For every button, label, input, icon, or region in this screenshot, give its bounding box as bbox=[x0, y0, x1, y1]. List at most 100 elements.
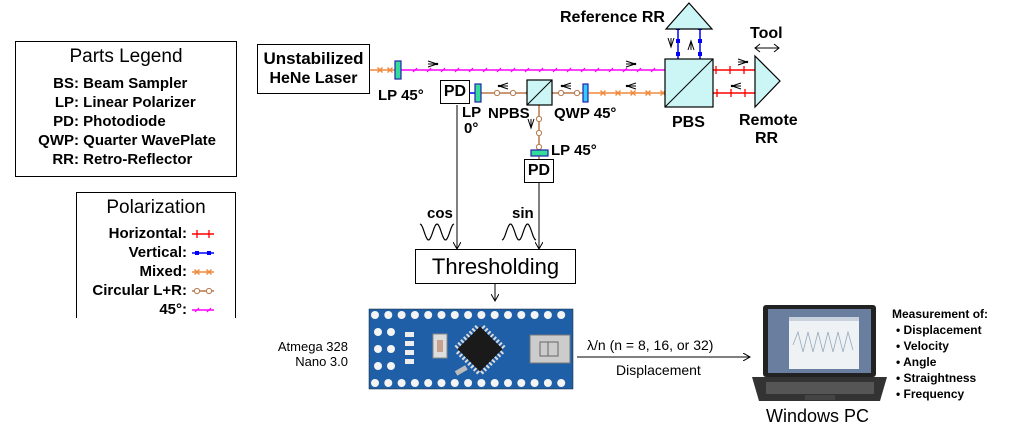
measurement-title: Measurement of: bbox=[892, 307, 989, 321]
measurement-item: • Velocity bbox=[896, 339, 949, 353]
tool-label: Tool bbox=[750, 25, 783, 42]
lp45-laser-label: LP 45° bbox=[378, 87, 424, 104]
beam-direction-arrow-icon bbox=[560, 82, 572, 90]
board-pin bbox=[464, 379, 473, 387]
board-pin bbox=[517, 379, 526, 387]
parts-legend-item: LP: Linear Polarizer bbox=[54, 94, 196, 111]
beam-direction-arrow-icon bbox=[730, 82, 742, 90]
npbs-label: NPBS bbox=[488, 105, 530, 122]
link-label-bottom: Displacement bbox=[616, 362, 701, 378]
beam-direction-arrow-icon bbox=[625, 60, 637, 68]
thresholding-box: Thresholding bbox=[415, 249, 576, 284]
board-pin bbox=[437, 311, 446, 319]
polarizer-lp0 bbox=[474, 83, 482, 103]
measurement-item: • Angle bbox=[896, 355, 937, 369]
photodiode-sin: PD bbox=[524, 159, 554, 183]
polarization-legend: Polarization Horizontal: Vertical: Mixed… bbox=[76, 192, 236, 318]
laptop-image bbox=[752, 305, 887, 401]
board-pin bbox=[557, 379, 566, 387]
board-pin bbox=[464, 311, 473, 319]
lp0-label-line2: 0° bbox=[464, 120, 479, 137]
beam-direction-arrow-icon bbox=[687, 39, 695, 51]
photodiode-cos: PD bbox=[440, 80, 470, 104]
polarization-legend-title: Polarization bbox=[106, 197, 206, 218]
polarization-legend-label: Horizontal: bbox=[108, 225, 187, 242]
board-pin bbox=[371, 311, 379, 319]
laser-label-line1: Unstabilized bbox=[263, 49, 364, 68]
polarization-legend-label: Vertical: bbox=[128, 244, 187, 261]
board-pin bbox=[437, 379, 446, 387]
board-pin bbox=[384, 379, 393, 387]
sin-waveform-icon bbox=[501, 223, 537, 241]
laser-box: Unstabilized HeNe Laser bbox=[257, 44, 370, 94]
measurement-item: • Straightness bbox=[896, 371, 977, 385]
board-pin bbox=[410, 379, 419, 387]
pc-label: Windows PC bbox=[766, 406, 870, 426]
icsp-pin bbox=[374, 345, 382, 353]
board-label-line1: Atmega 328 bbox=[277, 339, 348, 354]
polarization-swatch-x bbox=[192, 269, 214, 275]
board-pin bbox=[424, 311, 433, 319]
tool-double-arrow-icon bbox=[754, 43, 780, 53]
quarter-waveplate bbox=[582, 83, 589, 103]
board-pin bbox=[504, 311, 512, 319]
board-pin bbox=[543, 311, 552, 319]
board-pin bbox=[450, 311, 459, 319]
beam-direction-arrow-icon bbox=[625, 82, 637, 90]
icsp-pin bbox=[374, 328, 382, 336]
beam-direction-arrow-icon bbox=[427, 60, 439, 68]
remote-rr-label-line1: Remote bbox=[739, 112, 798, 129]
beam-direction-arrows bbox=[427, 37, 749, 130]
polarizer-lp45-lower bbox=[530, 149, 549, 157]
cos-waveform-icon bbox=[419, 223, 455, 241]
board-pin bbox=[371, 379, 379, 387]
board-pin bbox=[424, 379, 433, 387]
polarization-legend-label: 45°: bbox=[159, 301, 187, 318]
reference-retroreflector bbox=[664, 2, 714, 30]
beam-direction-arrow-icon bbox=[497, 82, 509, 90]
board-pin bbox=[557, 311, 566, 319]
icsp-pin bbox=[387, 345, 395, 353]
board-pin bbox=[384, 311, 393, 319]
board-pin bbox=[490, 379, 499, 387]
beam-direction-arrow-icon bbox=[667, 37, 675, 49]
polarization-swatch-square bbox=[192, 251, 214, 255]
measurement-item: • Frequency bbox=[896, 387, 965, 401]
lp0-label-line1: LP bbox=[462, 104, 482, 121]
parts-legend-title: Parts Legend bbox=[69, 46, 183, 67]
arduino-nano-board bbox=[368, 308, 574, 390]
qwp-label: QWP 45° bbox=[554, 105, 617, 122]
beam-direction-arrow-icon bbox=[527, 118, 535, 130]
remote-retroreflector bbox=[754, 54, 781, 109]
board-pin bbox=[490, 311, 499, 319]
board-label-line2: Nano 3.0 bbox=[295, 354, 348, 369]
icsp-pin bbox=[387, 362, 395, 370]
parts-legend: Parts Legend BS: Beam Sampler LP: Linear… bbox=[15, 41, 237, 177]
reference-rr-label: Reference RR bbox=[560, 9, 665, 26]
board-pin bbox=[450, 379, 459, 387]
polarizer-lp45-laser bbox=[394, 60, 402, 80]
link-label-top: λ/n (n = 8, 16, or 32) bbox=[587, 337, 714, 353]
beam-direction-arrow-icon bbox=[737, 58, 749, 66]
polarization-swatch-tick bbox=[192, 230, 214, 238]
npbs-cube bbox=[526, 79, 553, 106]
polarization-legend-swatches bbox=[192, 230, 214, 313]
board-pin bbox=[530, 379, 539, 387]
parts-legend-item: QWP: Quarter WavePlate bbox=[38, 132, 217, 149]
polarization-swatch-circle bbox=[192, 287, 214, 295]
polarization-legend-label: Circular L+R: bbox=[92, 282, 187, 299]
parts-legend-item: BS: Beam Sampler bbox=[53, 75, 188, 92]
pbs-label: PBS bbox=[672, 114, 705, 131]
sin-label: sin bbox=[512, 205, 534, 222]
remote-rr-label-line2: RR bbox=[755, 130, 779, 147]
cos-label: cos bbox=[427, 205, 453, 222]
board-pin bbox=[410, 311, 419, 319]
parts-legend-item: RR: Retro-Reflector bbox=[52, 151, 193, 168]
measurement-item: • Displacement bbox=[896, 323, 982, 337]
board-pin bbox=[397, 311, 406, 319]
parts-legend-item: PD: Photodiode bbox=[53, 113, 166, 130]
board-pin bbox=[477, 379, 486, 387]
board-pin bbox=[517, 311, 526, 319]
icsp-pin bbox=[374, 362, 382, 370]
